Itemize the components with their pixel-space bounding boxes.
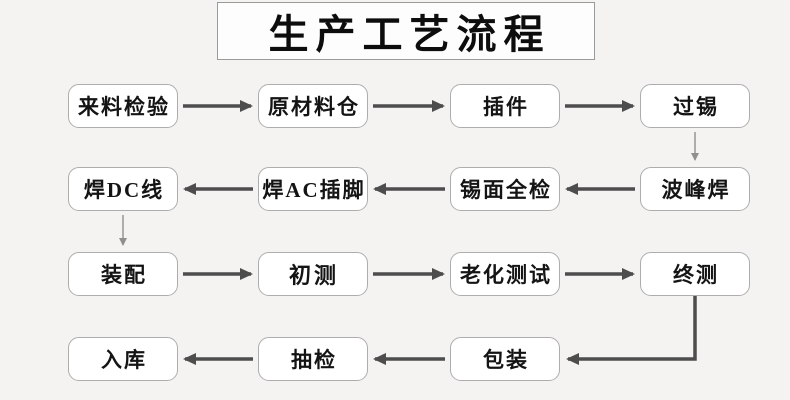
flow-node-label-warehousing: 入库 [101,348,147,372]
flow-node-raw-material-warehouse: 原材料仓 [258,84,368,128]
flow-node-label-packaging: 包装 [483,348,529,372]
flow-node-label-incoming-inspection: 来料检验 [78,95,170,119]
flow-node-label-final-test: 终测 [673,263,719,287]
flow-node-component-insertion: 插件 [450,84,560,128]
flow-node-initial-test: 初测 [258,252,368,296]
flow-node-label-solder-surface-inspection: 锡面全检 [460,178,552,202]
flow-node-aging-test: 老化测试 [450,252,560,296]
flow-node-warehousing: 入库 [68,337,178,381]
flow-node-sampling-inspection: 抽检 [258,337,368,381]
arrow-final-test-to-packaging [566,296,697,365]
flow-node-label-initial-test: 初测 [288,263,339,288]
page-title: 生产工艺流程 [268,12,551,57]
flow-node-solder-dc-wire: 焊DC线 [68,167,178,211]
flow-node-label-raw-material-warehouse: 原材料仓 [268,95,360,119]
flow-node-label-solder-dc-wire: 焊DC线 [83,178,165,202]
flow-node-solder-surface-inspection: 锡面全检 [450,167,560,211]
flow-node-label-tin-passing: 过锡 [673,95,719,119]
flow-node-final-test: 终测 [640,252,750,296]
flow-node-incoming-inspection: 来料检验 [68,84,178,128]
flow-node-solder-ac-pins: 焊AC插脚 [258,167,368,211]
flow-node-label-assembly: 装配 [101,263,147,287]
flow-node-label-solder-ac-pins: 焊AC插脚 [262,178,366,202]
flow-node-label-sampling-inspection: 抽检 [291,348,337,372]
flow-node-assembly: 装配 [68,252,178,296]
flow-node-label-aging-test: 老化测试 [460,263,552,287]
flow-node-label-component-insertion: 插件 [483,95,529,119]
title-box: 生产工艺流程 [217,2,595,60]
flow-node-label-wave-soldering: 波峰焊 [661,178,731,202]
flow-node-wave-soldering: 波峰焊 [640,167,750,211]
flow-node-packaging: 包装 [450,337,560,381]
flow-node-tin-passing: 过锡 [640,84,750,128]
